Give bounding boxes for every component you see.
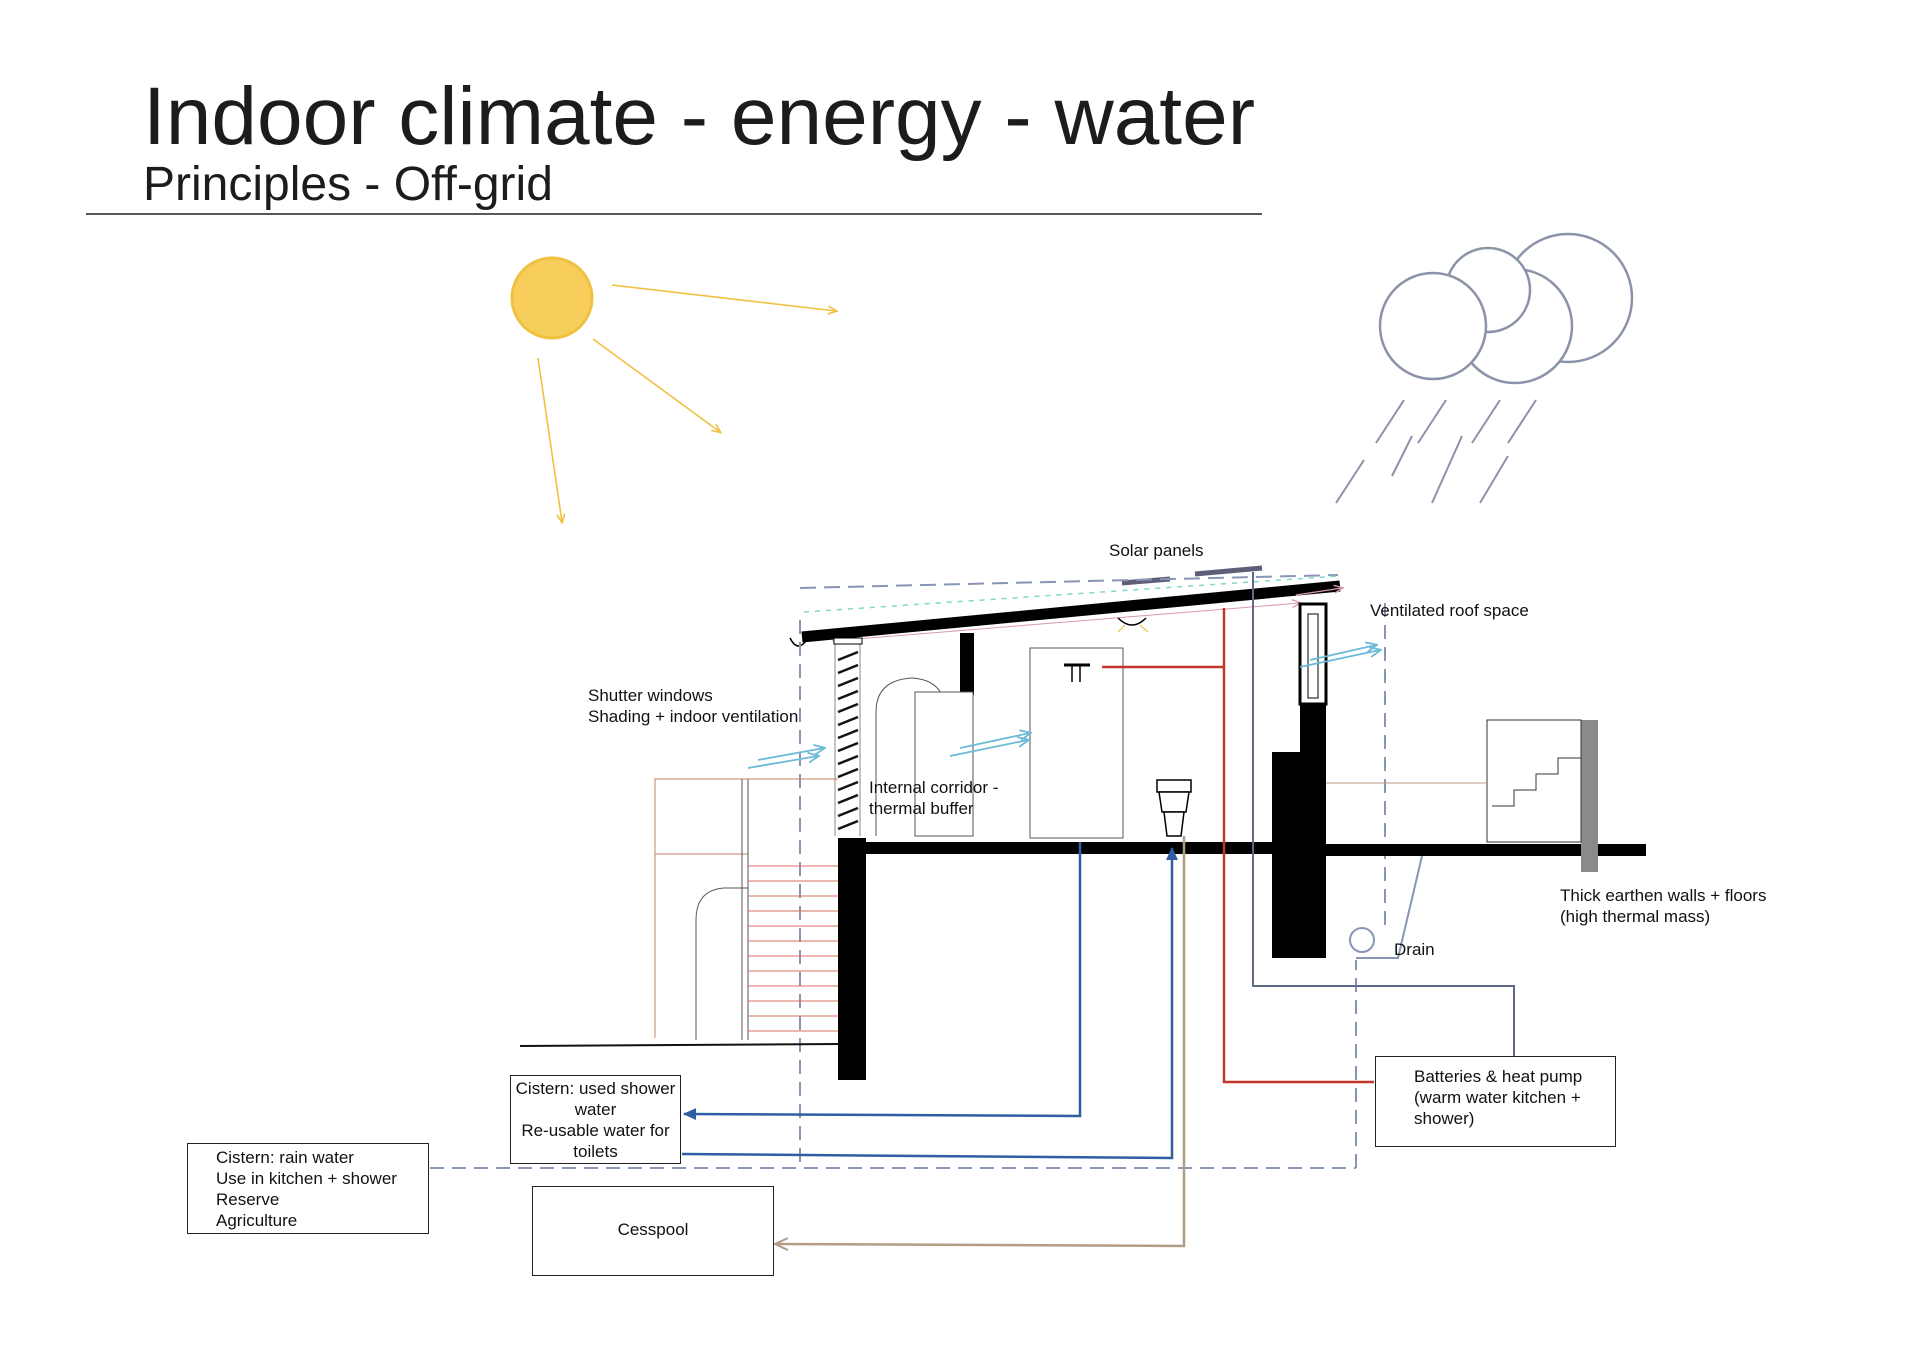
box-line: Cesspool — [617, 1220, 689, 1239]
box-line: water — [574, 1100, 617, 1119]
louvre-slat — [837, 676, 859, 688]
box-line: Reserve — [216, 1190, 280, 1209]
box-cistern-rain: Cistern: rain water Use in kitchen + sho… — [187, 1143, 429, 1234]
used-water-pipes — [681, 842, 1178, 1160]
right-terrace — [1326, 719, 1582, 959]
label-shading-ventilation: Shading + indoor ventilation — [588, 707, 799, 726]
label-earthen-walls: Thick earthen walls + floors — [1560, 886, 1767, 905]
louvre-slat — [837, 780, 859, 792]
louvre-slat — [837, 689, 859, 701]
louvre-slat — [837, 767, 859, 779]
ventilation-arrows — [747, 645, 1380, 769]
shutter-window — [833, 637, 863, 836]
louvre-slat — [837, 793, 859, 805]
box-line: Cistern: used shower — [515, 1079, 676, 1098]
page-subtitle: Principles - Off-grid — [143, 158, 553, 211]
label-solar-panels: Solar panels — [1109, 541, 1204, 560]
shutter-louvres — [837, 650, 859, 831]
louvre-slat — [837, 650, 859, 662]
left-stairs — [519, 778, 839, 1047]
label-shutter-windows: Shutter windows — [588, 686, 713, 705]
louvre-slat — [837, 663, 859, 675]
louvre-slat — [837, 715, 859, 727]
box-line: (warm water kitchen + — [1414, 1088, 1581, 1107]
sun-icon — [510, 256, 836, 522]
box-cesspool: Cesspool — [532, 1186, 774, 1276]
louvre-slat — [837, 702, 859, 714]
solar-cable — [1252, 572, 1515, 1056]
louvre-slat — [837, 741, 859, 753]
label-thermal-mass: (high thermal mass) — [1560, 907, 1711, 926]
rain-icon — [1335, 399, 1537, 504]
hot-water-pipe — [1102, 608, 1374, 1084]
solar-panels — [1121, 565, 1263, 586]
box-line: Batteries & heat pump — [1414, 1067, 1583, 1086]
louvre-slat — [837, 806, 859, 818]
box-batteries-heat-pump: Batteries & heat pump (warm water kitche… — [1375, 1056, 1616, 1147]
label-ventilated-roof: Ventilated roof space — [1370, 601, 1529, 620]
louvre-slat — [837, 728, 859, 740]
louvre-slat — [837, 819, 859, 831]
cloud-icon — [1378, 232, 1634, 385]
sewage-pipe — [776, 836, 1186, 1246]
stair-treads — [748, 865, 838, 1032]
label-thermal-buffer: thermal buffer — [869, 799, 974, 818]
box-line: Agriculture — [216, 1211, 298, 1230]
box-line: Cistern: rain water — [216, 1148, 354, 1167]
toilet-icon — [1156, 779, 1192, 837]
box-line: toilets — [573, 1142, 618, 1161]
box-line: Re-usable water for — [521, 1121, 670, 1140]
box-line: shower) — [1414, 1109, 1475, 1128]
label-internal-corridor: Internal corridor - — [869, 778, 999, 797]
rainwater-pipes — [430, 603, 1386, 1169]
label-drain: Drain — [1394, 940, 1435, 959]
louvre-slat — [837, 754, 859, 766]
box-line: Use in kitchen + shower — [216, 1169, 397, 1188]
box-cistern-shower: Cistern: used shower water Re-usable wat… — [510, 1075, 681, 1164]
page-title: Indoor climate - energy - water — [143, 71, 1256, 162]
roof — [789, 574, 1342, 647]
